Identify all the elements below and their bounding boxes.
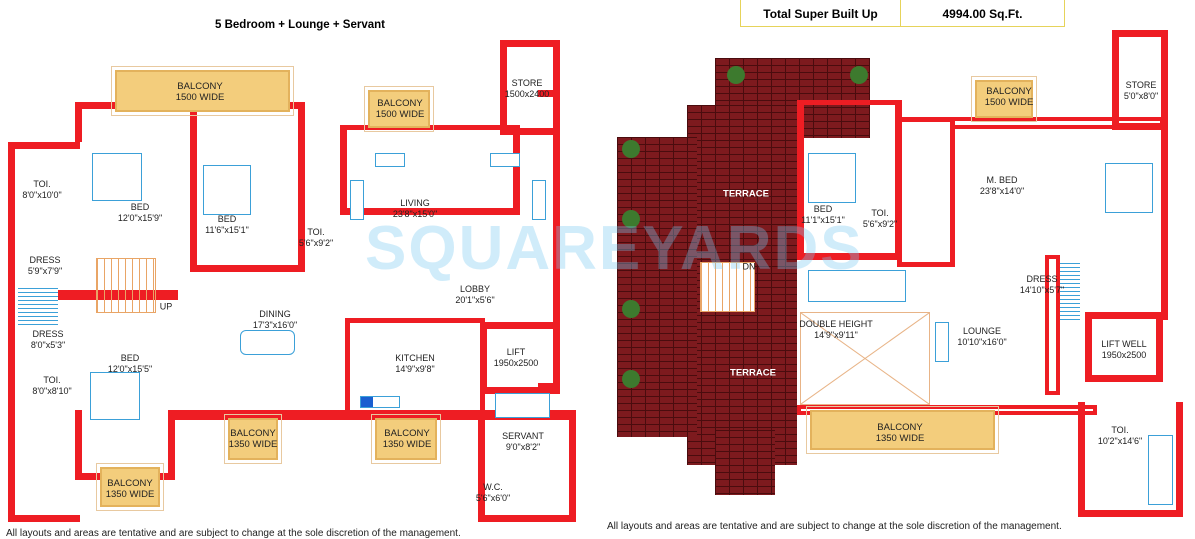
double-height-void bbox=[800, 312, 930, 405]
stair-label: DN bbox=[742, 261, 756, 272]
wall bbox=[538, 90, 560, 390]
balcony bbox=[96, 463, 164, 511]
balcony bbox=[111, 66, 294, 116]
sofa bbox=[935, 322, 949, 362]
plant-icon bbox=[850, 66, 868, 84]
sofa bbox=[808, 270, 906, 302]
bed-furniture bbox=[495, 393, 550, 418]
kitchen-sink bbox=[360, 396, 400, 408]
bed-furniture bbox=[1105, 163, 1153, 213]
staircase bbox=[700, 262, 755, 312]
room-label: TOI.10'2"x14'6" bbox=[1097, 425, 1143, 446]
room-label: W.C.5'6"x6'0" bbox=[475, 482, 511, 503]
disclaimer: All layouts and areas are tentative and … bbox=[607, 521, 1062, 532]
stair-label: UP bbox=[159, 301, 173, 312]
watermark: SQUAREYARDS bbox=[365, 214, 864, 283]
balcony bbox=[224, 414, 282, 464]
room-label: TOI.8'0"x10'0" bbox=[22, 179, 62, 200]
bed-furniture bbox=[92, 153, 142, 201]
staircase bbox=[1060, 260, 1080, 320]
wall bbox=[1160, 120, 1168, 320]
plant-icon bbox=[727, 66, 745, 84]
area-table: Total Super Built Up 4994.00 Sq.Ft. bbox=[740, 0, 1065, 27]
room-label: TOI.5'6"x9'2" bbox=[862, 208, 898, 229]
bed-furniture bbox=[203, 165, 251, 215]
room-label: TOI.5'6"x9'2" bbox=[298, 227, 334, 248]
sofa bbox=[490, 153, 520, 167]
dining-table bbox=[240, 330, 295, 355]
sofa bbox=[532, 180, 546, 220]
room-label: TERRACE bbox=[723, 188, 769, 200]
plant-icon bbox=[622, 210, 640, 228]
area-value: 4994.00 Sq.Ft. bbox=[900, 0, 1065, 27]
area-label: Total Super Built Up bbox=[740, 0, 901, 27]
staircase bbox=[96, 258, 156, 313]
plant-icon bbox=[622, 140, 640, 158]
plant-icon bbox=[622, 300, 640, 318]
room-label: TOI.8'0"x8'10" bbox=[32, 375, 72, 396]
bed-furniture bbox=[90, 372, 140, 420]
bed-furniture bbox=[808, 153, 856, 203]
wardrobe bbox=[18, 285, 58, 325]
terrace-area bbox=[617, 137, 697, 437]
wall bbox=[1045, 255, 1060, 395]
wall bbox=[897, 117, 955, 267]
terrace-area bbox=[715, 430, 775, 495]
sofa bbox=[375, 153, 405, 167]
wall bbox=[8, 142, 80, 522]
wall bbox=[1078, 402, 1183, 517]
room-label: TERRACE bbox=[730, 367, 776, 379]
wall bbox=[1112, 30, 1168, 130]
wall bbox=[480, 322, 560, 394]
sofa bbox=[350, 180, 364, 220]
plan-title: 5 Bedroom + Lounge + Servant bbox=[215, 19, 385, 31]
disclaimer: All layouts and areas are tentative and … bbox=[6, 528, 461, 539]
wall bbox=[500, 40, 560, 135]
balcony bbox=[371, 414, 441, 464]
wall bbox=[1085, 312, 1163, 382]
bathtub bbox=[1148, 435, 1173, 505]
wall bbox=[478, 410, 576, 522]
balcony bbox=[806, 406, 999, 454]
wall bbox=[340, 125, 520, 215]
balcony bbox=[971, 76, 1037, 122]
balcony bbox=[364, 86, 434, 132]
plant-icon bbox=[622, 370, 640, 388]
